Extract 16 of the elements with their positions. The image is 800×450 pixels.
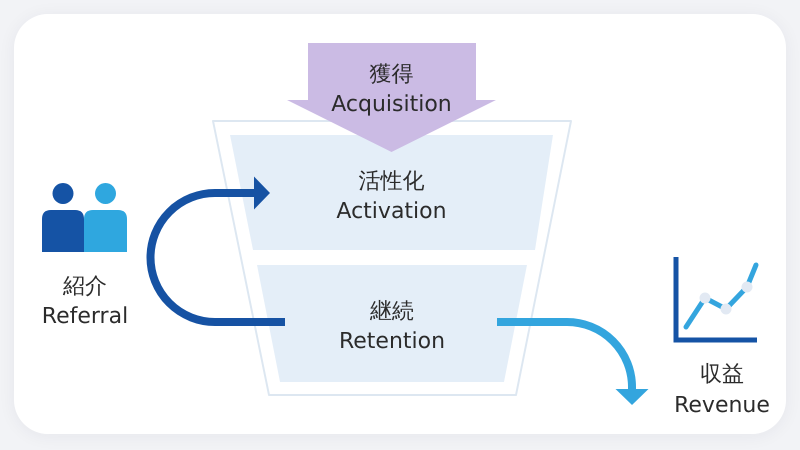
stage-label: 活性化 [358, 168, 424, 196]
stage-label: 継続 [370, 298, 414, 326]
stage-band [257, 265, 527, 382]
arrow-label: 獲得 [370, 61, 414, 89]
icon-caption: Referral [42, 303, 128, 331]
icon-caption: 収益 [700, 361, 744, 389]
funnel [212, 120, 572, 396]
icon-caption: Revenue [674, 392, 770, 420]
stage-band [230, 135, 553, 250]
stage-label: Retention [338, 328, 446, 356]
icon-caption: 紹介 [63, 273, 107, 301]
arrow-label: Acquisition [331, 91, 452, 119]
curved-arrow [497, 318, 648, 405]
stage-label: Activation [336, 198, 447, 226]
curved-arrow [146, 176, 285, 326]
block-arrow [287, 43, 496, 153]
